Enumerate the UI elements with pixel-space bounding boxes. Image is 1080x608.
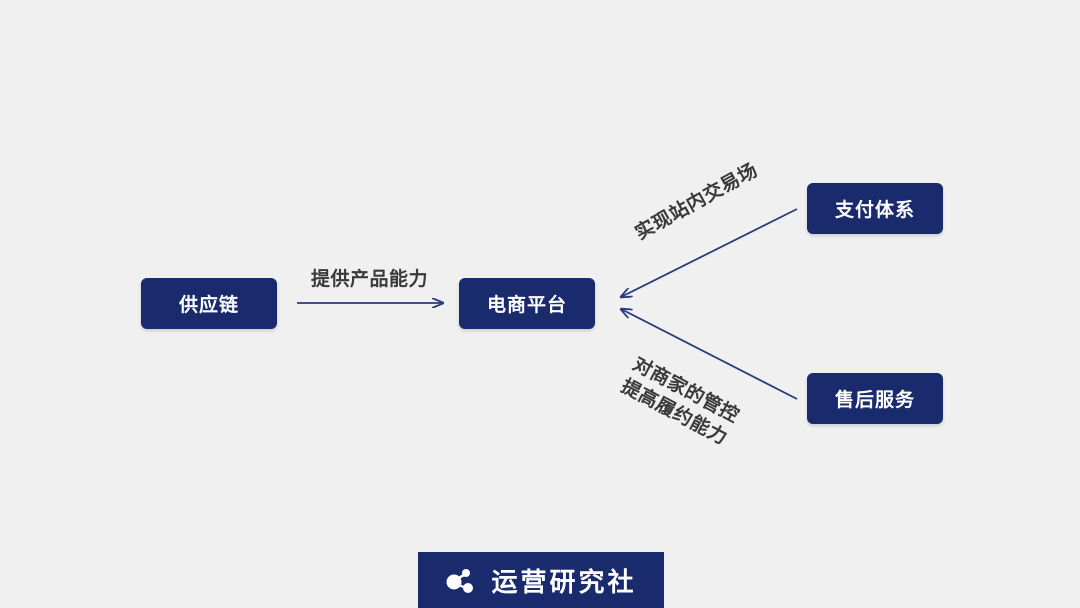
edge-label-supply: 提供产品能力 — [311, 268, 429, 290]
node-payment-system-label: 支付体系 — [834, 199, 915, 221]
node-payment-system: 支付体系 — [807, 183, 943, 234]
node-supply-chain-label: 供应链 — [178, 294, 239, 316]
logo-icon — [446, 569, 474, 593]
node-supply-chain: 供应链 — [141, 278, 277, 329]
footer-brand-name: 运营研究社 — [491, 567, 637, 598]
edge-service-to-ecom — [621, 309, 798, 400]
node-after-sales-label: 售后服务 — [834, 389, 915, 411]
node-after-sales: 售后服务 — [807, 373, 943, 424]
node-ecommerce-platform-label: 电商平台 — [486, 294, 567, 316]
footer-brand-bar: 运营研究社 — [418, 552, 664, 608]
edge-pay-to-ecom — [621, 208, 798, 297]
node-ecommerce-platform: 电商平台 — [459, 278, 595, 329]
